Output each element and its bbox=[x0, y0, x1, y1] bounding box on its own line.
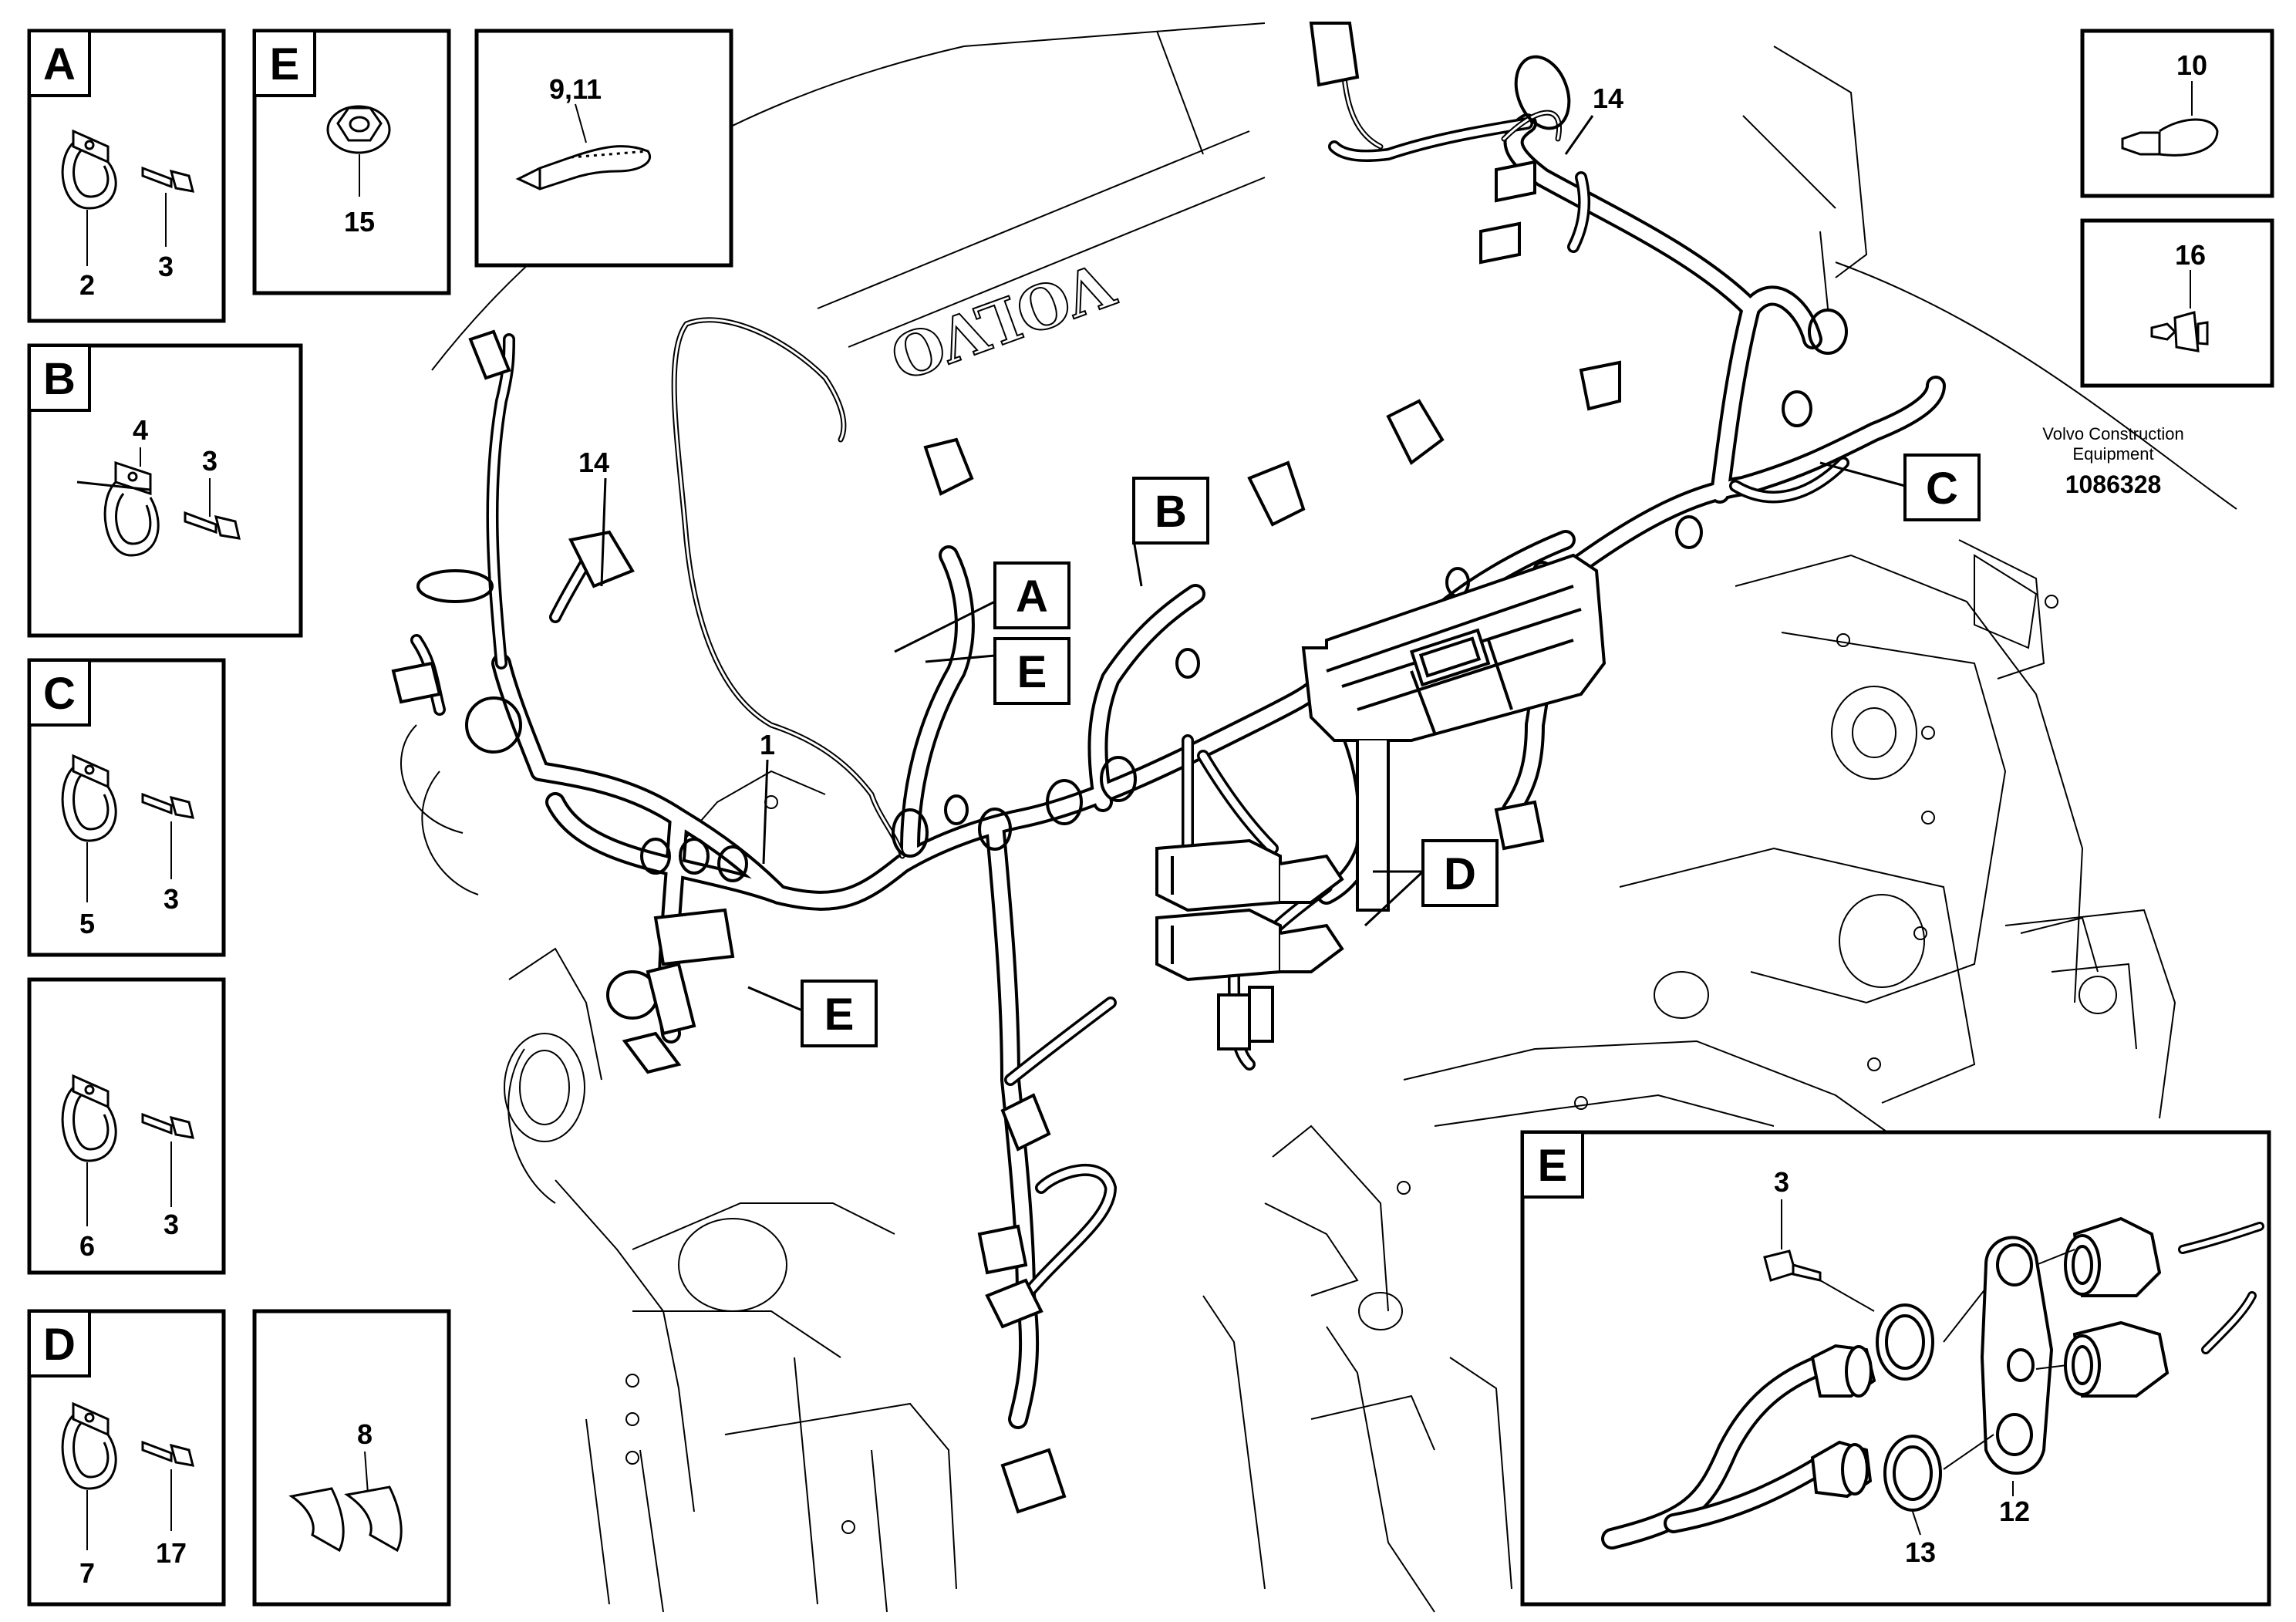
legend-box-6-part-2: 3 bbox=[164, 1209, 179, 1240]
connector-plug-icon bbox=[1810, 1344, 1876, 1499]
legend-box-d-part-1: 7 bbox=[79, 1557, 95, 1589]
callout-a-box bbox=[993, 561, 1070, 629]
detail-e-part-1: 3 bbox=[1774, 1166, 1789, 1198]
legend-box-a-letter: A bbox=[43, 39, 76, 89]
part-number-14-top: 14 bbox=[1593, 83, 1623, 114]
connector-socket-icon bbox=[2064, 1216, 2170, 1398]
svg-text:VOLVO: VOLVO bbox=[882, 248, 1124, 393]
legend-box-6-part-1: 6 bbox=[79, 1230, 95, 1262]
legend-box-d-part-2: 17 bbox=[156, 1537, 187, 1569]
legend-box-16: 16 bbox=[2080, 218, 2274, 388]
ecu-unit bbox=[1301, 553, 1607, 912]
callout-d-label: D bbox=[1444, 849, 1476, 899]
callout-c-label: C bbox=[1926, 464, 1958, 514]
bolt-icon bbox=[141, 166, 195, 193]
corporate-label: Volvo Construction Equipment 1086328 bbox=[1974, 424, 2252, 499]
legend-box-b: B 4 3 bbox=[27, 343, 303, 638]
legend-box-10-part: 10 bbox=[2176, 49, 2207, 81]
bolt-icon bbox=[141, 792, 195, 819]
harness-connectors bbox=[391, 22, 1621, 1514]
bolt-icon bbox=[141, 1112, 195, 1139]
legend-box-c-part-2: 3 bbox=[164, 883, 179, 915]
detail-e-part-3: 13 bbox=[1905, 1536, 1936, 1568]
corporate-line-2: Equipment bbox=[2072, 444, 2154, 464]
p-clamp-icon bbox=[61, 1401, 117, 1490]
p-clamp-icon bbox=[76, 460, 160, 557]
detail-e-part-2: 12 bbox=[1999, 1496, 2030, 1527]
legend-box-c: C 5 3 bbox=[27, 658, 226, 957]
legend-box-10: 10 bbox=[2080, 29, 2274, 198]
legend-box-b-part-1: 4 bbox=[133, 414, 148, 446]
legend-box-e-part-1: 15 bbox=[344, 206, 375, 238]
callout-e-box-lower bbox=[801, 980, 878, 1047]
corporate-line-1: Volvo Construction bbox=[2042, 424, 2184, 443]
bolt-icon bbox=[1763, 1249, 1822, 1282]
legend-box-a: A 2 3 bbox=[27, 29, 226, 323]
legend-box-e: E 15 bbox=[252, 29, 451, 295]
connector-blocks-d bbox=[1155, 838, 1344, 1050]
legend-box-e-letter: E bbox=[270, 39, 300, 89]
legend-box-d-letter: D bbox=[43, 1320, 76, 1370]
part-number-14-left: 14 bbox=[578, 447, 609, 478]
legend-box-b-letter: B bbox=[43, 354, 76, 404]
callout-b-box bbox=[1132, 477, 1209, 545]
flange-nut-icon bbox=[326, 105, 391, 154]
legend-box-8: 8 bbox=[252, 1309, 451, 1607]
cable-clip-icon bbox=[2121, 118, 2219, 157]
legend-box-c-letter: C bbox=[43, 669, 76, 719]
legend-box-a-part-2: 3 bbox=[158, 251, 174, 282]
legend-box-cable-tie-part: 9,11 bbox=[549, 73, 602, 105]
ring-nut-icon bbox=[1876, 1303, 1942, 1512]
callout-e-label-upper: E bbox=[1017, 647, 1047, 697]
engine-logo: VOLVO bbox=[881, 247, 1124, 393]
detail-e-letter: E bbox=[1538, 1141, 1568, 1191]
push-clip-icon bbox=[2150, 311, 2209, 352]
p-clamp-icon bbox=[61, 754, 117, 842]
callout-a-label: A bbox=[1016, 572, 1048, 622]
drawing-code: 1086328 bbox=[2065, 470, 2162, 498]
bracket-plate-icon bbox=[1980, 1236, 2054, 1475]
bolt-icon bbox=[184, 511, 241, 540]
legend-box-a-part-1: 2 bbox=[79, 269, 95, 301]
callout-e-box-upper bbox=[993, 637, 1070, 705]
engine-outline bbox=[400, 22, 2237, 1613]
legend-box-c-part-1: 5 bbox=[79, 908, 95, 939]
cable-tie-icon bbox=[515, 145, 651, 191]
legend-box-b-part-2: 3 bbox=[202, 445, 217, 477]
legend-box-8-part: 8 bbox=[357, 1418, 373, 1450]
callouts: A E B C D E 1 14 14 bbox=[578, 83, 1981, 1047]
legend-box-cable-tie: 9,11 bbox=[474, 29, 733, 268]
legend-box-6: 6 3 bbox=[27, 977, 226, 1275]
callout-d-box bbox=[1421, 839, 1499, 907]
bolt-icon bbox=[141, 1440, 195, 1467]
legend-box-16-part: 16 bbox=[2175, 239, 2206, 271]
clip-icon bbox=[288, 1485, 403, 1553]
legend-box-d: D 7 17 bbox=[27, 1309, 226, 1607]
callout-b-label: B bbox=[1155, 487, 1187, 537]
callout-e-label-lower: E bbox=[824, 990, 855, 1040]
p-clamp-icon bbox=[61, 129, 117, 210]
p-clamp-icon bbox=[61, 1074, 117, 1162]
detail-e-box: E bbox=[1520, 1130, 2271, 1607]
part-number-1: 1 bbox=[760, 729, 775, 760]
callout-c-box bbox=[1903, 454, 1981, 521]
